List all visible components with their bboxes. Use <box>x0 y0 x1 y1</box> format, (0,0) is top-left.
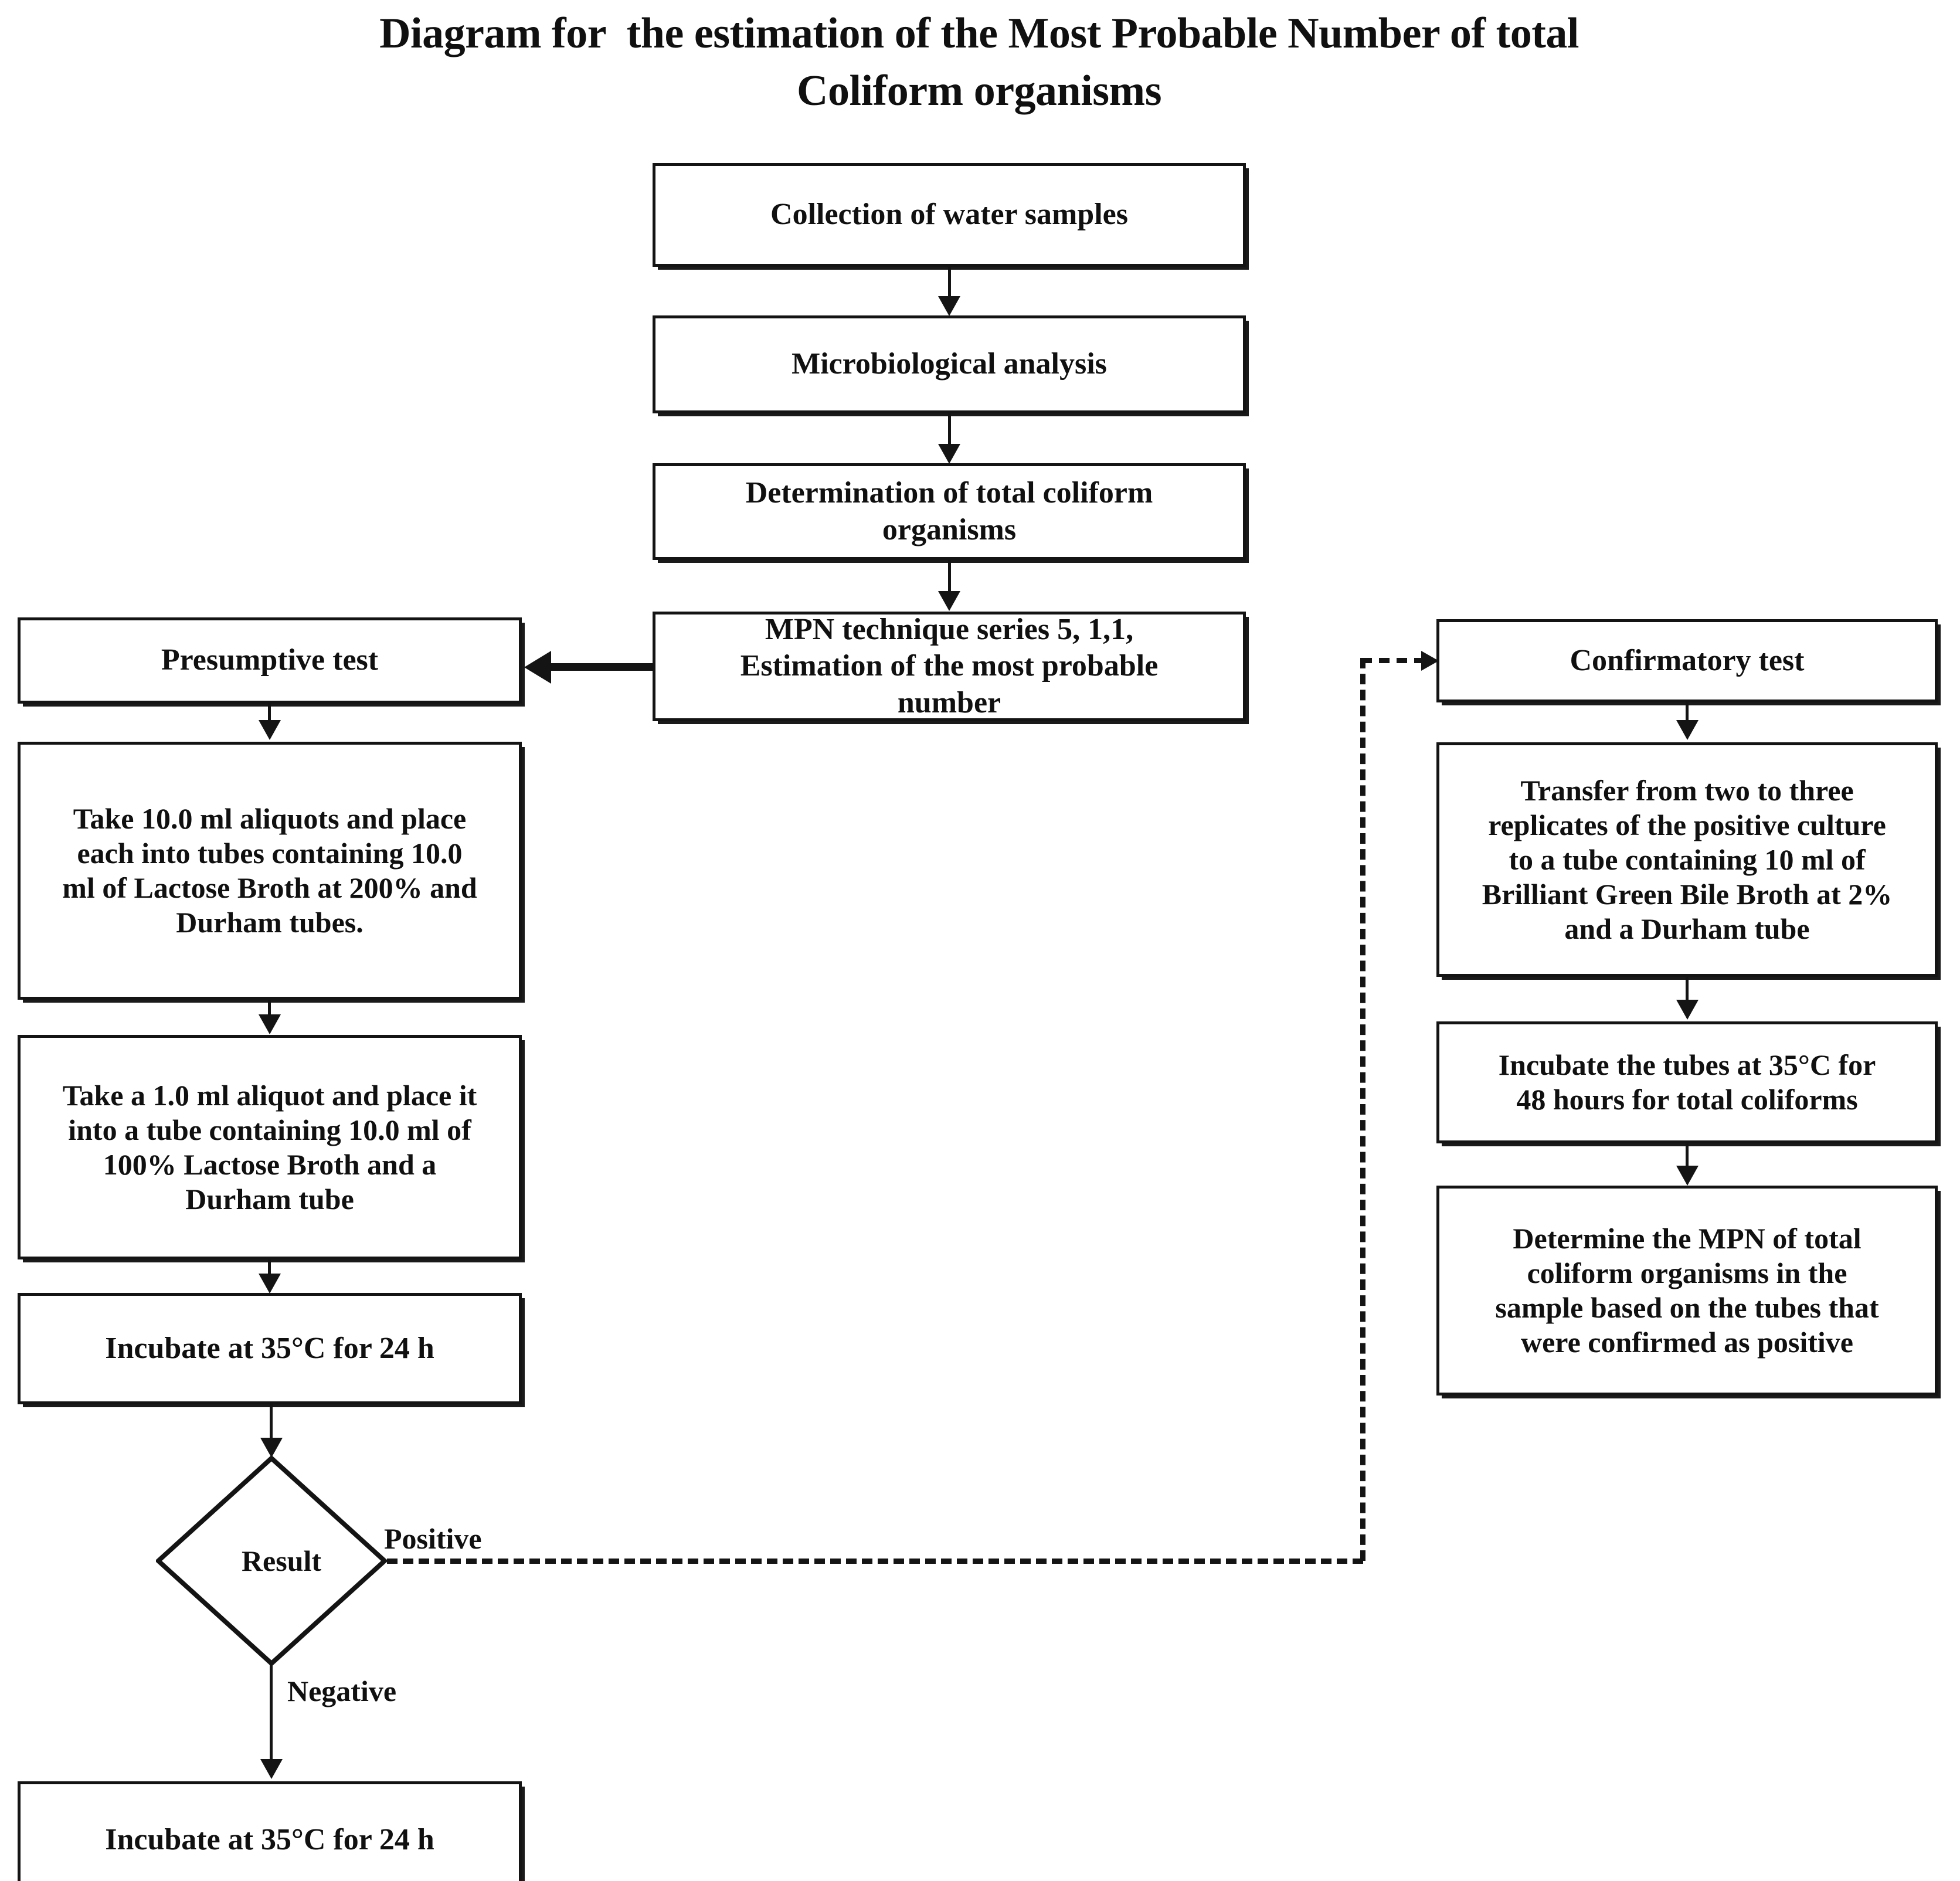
node-label: Incubate at 35°C for 24 h <box>105 1331 434 1365</box>
node-label: Determination of total coliform organism… <box>745 476 1153 546</box>
decision-result[interactable]: Result <box>156 1456 387 1666</box>
node-label: Incubate at 35°C for 24 h <box>105 1822 434 1856</box>
arrowhead-down-icon <box>259 1274 281 1293</box>
node-incubate-35c-24h-first[interactable]: Incubate at 35°C for 24 h <box>18 1293 522 1404</box>
connector-take1ml-to-incubate <box>268 1259 271 1279</box>
node-label: Transfer from two to three replicates of… <box>1482 773 1893 945</box>
arrowhead-down-icon <box>259 1014 281 1034</box>
connector-incubate48h-to-determine <box>1686 1143 1689 1169</box>
node-label: Confirmatory test <box>1570 643 1805 677</box>
node-take-1ml-aliquot[interactable]: Take a 1.0 ml aliquot and place it into … <box>18 1035 522 1259</box>
node-label: Take a 1.0 ml aliquot and place it into … <box>62 1078 477 1215</box>
diamond-shape-icon <box>156 1456 387 1666</box>
arrowhead-right-icon <box>1421 651 1439 671</box>
connector-incubate-to-result <box>270 1404 273 1444</box>
node-label: Take 10.0 ml aliquots and place each int… <box>62 802 477 939</box>
node-incubate-35c-24h-second[interactable]: Incubate at 35°C for 24 h <box>18 1781 522 1881</box>
arrowhead-left-icon <box>524 651 551 684</box>
node-label: Microbiological analysis <box>792 347 1107 381</box>
node-incubate-48h[interactable]: Incubate the tubes at 35°C for 48 hours … <box>1436 1021 1938 1143</box>
page-title: Diagram for the estimation of the Most P… <box>379 9 1579 116</box>
arrowhead-down-icon <box>938 296 960 316</box>
arrowhead-down-icon <box>260 1759 283 1779</box>
connector-mpn-to-presumptive <box>551 663 655 671</box>
node-determination-of-total-coliform-organisms[interactable]: Determination of total coliform organism… <box>653 463 1246 560</box>
node-label: MPN technique series 5, 1,1, Estimation … <box>740 612 1159 719</box>
node-take-10ml-aliquots[interactable]: Take 10.0 ml aliquots and place each int… <box>18 742 522 1000</box>
node-determine-mpn[interactable]: Determine the MPN of total coliform orga… <box>1436 1186 1938 1396</box>
arrowhead-down-icon <box>938 444 960 464</box>
decision-label: Result <box>241 1544 322 1577</box>
arrowhead-down-icon <box>1676 1166 1699 1186</box>
node-label: Determine the MPN of total coliform orga… <box>1495 1222 1879 1359</box>
edge-label-positive: Positive <box>384 1522 482 1555</box>
node-label: Collection of water samples <box>770 198 1128 232</box>
node-transfer-replicates[interactable]: Transfer from two to three replicates of… <box>1436 742 1938 977</box>
arrowhead-down-icon <box>938 591 960 611</box>
connector-determination-to-mpn <box>948 560 951 594</box>
connector-positive-dashed-vertical <box>1360 658 1365 1561</box>
arrowhead-down-icon <box>1676 1000 1699 1020</box>
connector-take10ml-to-take1ml <box>268 1000 271 1018</box>
connector-transfer-to-incubate48h <box>1686 977 1689 1003</box>
edge-label-negative: Negative <box>287 1675 397 1707</box>
node-label: Presumptive test <box>161 643 379 677</box>
node-mpn-technique[interactable]: MPN technique series 5, 1,1, Estimation … <box>653 612 1246 721</box>
node-confirmatory-test[interactable]: Confirmatory test <box>1436 619 1938 702</box>
connector-negative-vertical <box>270 1664 273 1775</box>
connector-confirmatory-to-transfer <box>1686 702 1689 724</box>
arrowhead-down-icon <box>259 720 281 740</box>
connector-collection-to-analysis <box>948 267 951 302</box>
node-collection-of-water-samples[interactable]: Collection of water samples <box>653 163 1246 267</box>
node-label: Incubate the tubes at 35°C for 48 hours … <box>1498 1048 1876 1116</box>
node-presumptive-test[interactable]: Presumptive test <box>18 617 522 704</box>
connector-analysis-to-determination <box>948 413 951 449</box>
connector-positive-dashed-into-confirmatory <box>1361 658 1425 663</box>
connector-presumptive-to-take10ml <box>268 704 271 725</box>
connector-positive-dashed-horizontal <box>387 1559 1363 1564</box>
node-microbiological-analysis[interactable]: Microbiological analysis <box>653 315 1246 413</box>
arrowhead-down-icon <box>260 1438 283 1458</box>
arrowhead-down-icon <box>1676 720 1699 740</box>
